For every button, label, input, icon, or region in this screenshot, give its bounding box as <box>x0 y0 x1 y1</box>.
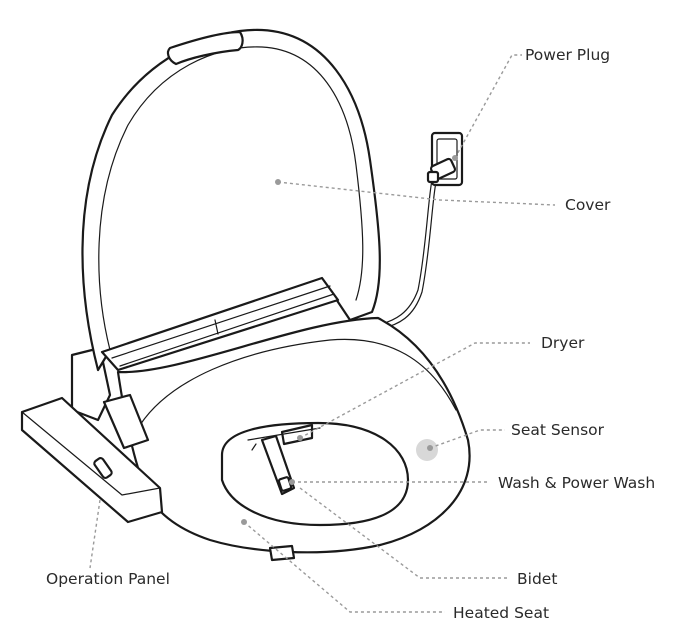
seat-sensor-pad <box>416 439 438 461</box>
label-heated-seat: Heated Seat <box>453 604 549 622</box>
nozzle-housing <box>247 427 321 451</box>
label-operation-panel: Operation Panel <box>46 570 170 588</box>
cover-handle <box>166 30 244 66</box>
operation-panel-top <box>21 411 161 496</box>
leader-bidet <box>299 487 508 579</box>
operation-panel-arm <box>102 393 150 450</box>
label-cover: Cover <box>565 196 611 214</box>
leader-heated-seat <box>241 519 445 613</box>
operation-panel <box>20 396 164 524</box>
label-power-plug: Power Plug <box>525 46 610 64</box>
leader-operation-panel <box>89 499 101 569</box>
operation-panel-button <box>93 457 113 479</box>
power-cord <box>371 179 433 327</box>
power-plug-icon <box>426 157 457 184</box>
leader-cover <box>275 179 556 206</box>
cover-inner-rim <box>98 46 364 351</box>
label-wash: Wash & Power Wash <box>498 474 655 492</box>
leader-seat-sensor <box>427 429 505 451</box>
label-bidet: Bidet <box>517 570 557 588</box>
label-dryer: Dryer <box>541 334 585 352</box>
leader-dryer <box>297 342 530 441</box>
leader-wash <box>289 479 490 485</box>
seat-opening <box>220 421 410 527</box>
power-cord-inner <box>373 181 437 331</box>
label-seat-sensor: Seat Sensor <box>511 421 605 439</box>
wash-nozzle-tip <box>277 476 293 492</box>
dryer-nozzle <box>280 423 314 446</box>
seat-top-edge <box>139 338 457 426</box>
hinge-bar-detail <box>111 285 335 367</box>
leader-power-plug <box>452 54 522 161</box>
hinge-bar <box>100 276 340 372</box>
seat-foot <box>268 544 296 562</box>
